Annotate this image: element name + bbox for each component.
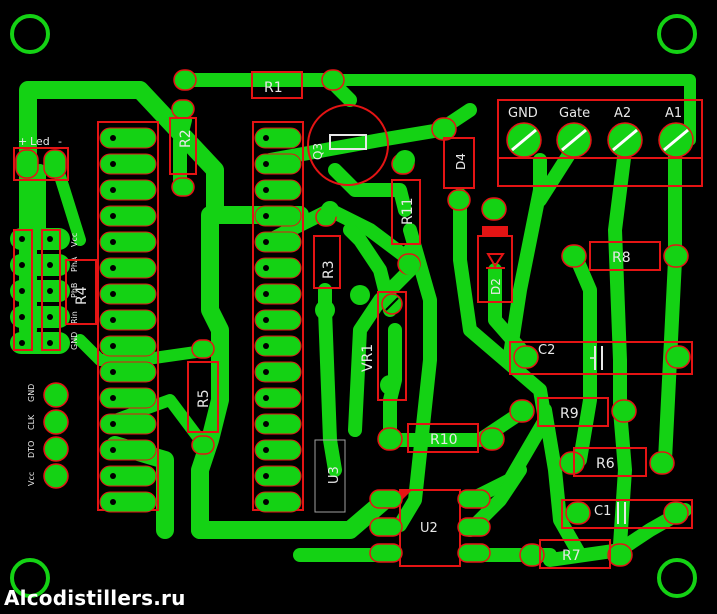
label-u2: U2 <box>420 521 438 536</box>
trimmer-vr1: VR1 <box>360 291 407 401</box>
header-bottom-label-gnd: GND <box>27 384 36 402</box>
diode-d2: D2 <box>477 197 513 303</box>
resistor-r5: R5 <box>187 339 219 455</box>
label-r11: R11 <box>400 197 416 225</box>
label-r6: R6 <box>596 456 615 472</box>
module-pins-left <box>97 121 159 513</box>
resistor-r6: R6 <box>559 447 675 477</box>
header-left-label-phb: PhB <box>70 283 79 298</box>
label-r3: R3 <box>321 260 337 279</box>
header-bottom-label-clk: CLK <box>27 414 36 430</box>
led-plus-label: + <box>18 135 27 148</box>
diode-d4: D4 <box>431 117 475 211</box>
terminal-label-gate: Gate <box>559 106 590 121</box>
label-r10: R10 <box>430 432 458 448</box>
ic-u2: U2 <box>369 489 491 567</box>
capacitor-c1: C1 <box>561 499 693 529</box>
label-d2: D2 <box>489 278 503 295</box>
header-left-label-gnd: GND <box>70 332 79 350</box>
resistor-r10: R10 <box>377 423 505 453</box>
resistor-r7: R7 <box>519 539 633 569</box>
label-r2: R2 <box>178 129 194 148</box>
label-r1: R1 <box>264 80 283 96</box>
capacitor-c2: C2 <box>509 341 693 375</box>
label-d4: D4 <box>454 153 468 170</box>
module-pins-right <box>252 121 304 513</box>
transistor-q3: Q3 <box>307 104 389 186</box>
led-connector: + Led - <box>13 135 69 181</box>
terminal-label-a1: A1 <box>665 106 682 121</box>
led-label: Led <box>30 135 50 148</box>
label-u3: U3 <box>327 466 342 484</box>
terminal-label-a2: A2 <box>614 106 631 121</box>
label-vr1: VR1 <box>360 344 376 372</box>
header-bottom-label-vcc: Vcc <box>27 472 36 486</box>
resistor-r9: R9 <box>509 397 637 427</box>
resistor-r1: R1 <box>173 69 345 99</box>
resistor-r2: R2 <box>169 99 197 197</box>
label-r4: R4 <box>74 286 90 305</box>
ic-u3: U3 <box>314 439 346 513</box>
label-r8: R8 <box>612 250 631 266</box>
header-left-label-vcc: Vcc <box>70 233 79 247</box>
label-q3: Q3 <box>311 143 325 160</box>
label-r5: R5 <box>196 389 212 408</box>
label-c2: C2 <box>538 343 555 358</box>
header-left: Vcc PhA PhB Rin GND <box>10 228 79 354</box>
resistor-r3: R3 <box>313 207 341 289</box>
watermark: Alcodistillers.ru <box>4 586 186 610</box>
label-r9: R9 <box>560 406 579 422</box>
terminal-block: GND Gate A2 A1 <box>497 99 703 187</box>
resistor-r8: R8 <box>561 241 689 271</box>
header-left-label-rin: Rin <box>70 311 79 324</box>
header-bottom-left: GND CLK DTO Vcc <box>27 382 69 489</box>
header-left-label-pha: PhA <box>70 256 79 272</box>
label-c1: C1 <box>594 504 611 519</box>
mounting-holes <box>10 14 697 598</box>
terminal-label-gnd: GND <box>508 106 538 121</box>
header-bottom-label-dto: DTO <box>27 441 36 458</box>
resistor-r4: R4 <box>65 259 97 325</box>
led-minus-label: - <box>58 135 62 148</box>
label-r7: R7 <box>562 548 581 564</box>
misc-pads <box>315 150 420 395</box>
